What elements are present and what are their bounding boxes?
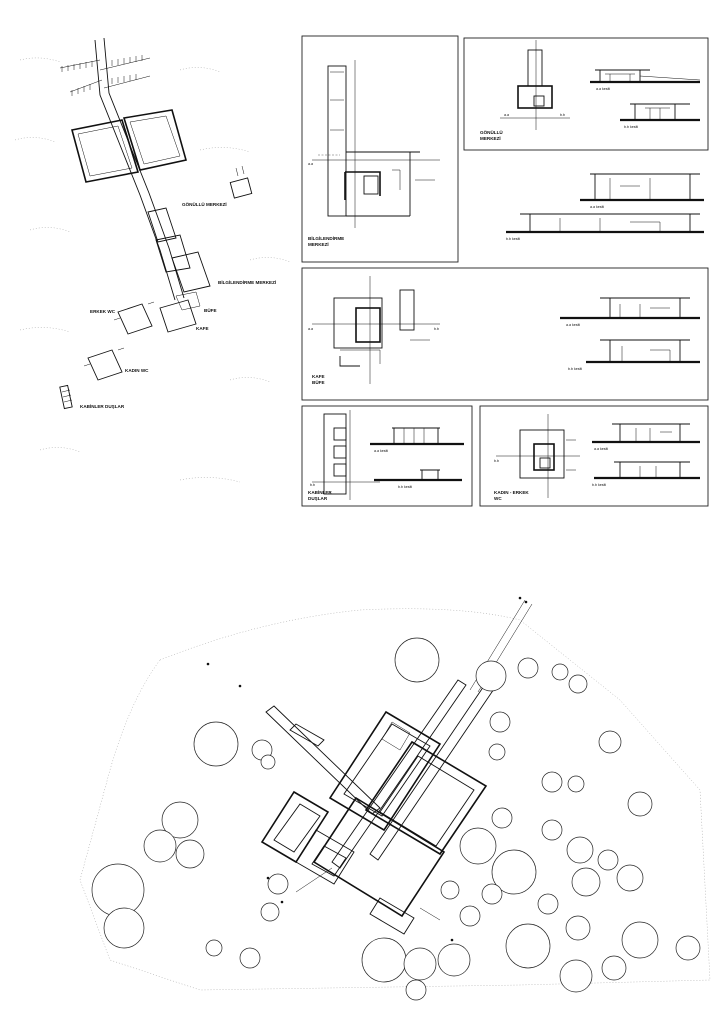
volunteer-section-b-label: b.b kesiti bbox=[624, 125, 638, 129]
cafe-section-b-label: b.b kesiti bbox=[568, 367, 582, 371]
cabins-section-b bbox=[374, 469, 462, 482]
cabins-section-a bbox=[370, 427, 464, 446]
volunteer-title-2: MERKEZİ bbox=[480, 135, 501, 141]
volunteer-axis-a: a.a bbox=[504, 113, 509, 117]
volunteer-section-a-label: a.a kesiti bbox=[596, 87, 610, 91]
panel-cafe-buffet: a.a b.b KAFE BÜFE a.a kesiti b.b kesiti bbox=[301, 267, 709, 401]
wc-section-a-label: a.a kesiti bbox=[594, 447, 608, 451]
cabins-plan-detail bbox=[312, 410, 380, 500]
wc-section-b-label: b.b kesiti bbox=[592, 483, 606, 487]
info-center-plan bbox=[312, 60, 440, 228]
panel-volunteer-center: a.a kesiti b.b kesiti a.a b.b GÖNÜLLÜ ME… bbox=[463, 37, 709, 151]
label-kafe: KAFE bbox=[196, 326, 209, 331]
terrain-hatch bbox=[14, 57, 291, 483]
cafe-section-b bbox=[586, 339, 700, 364]
volunteer-plan bbox=[500, 40, 570, 130]
info-axis-a: a.a bbox=[308, 162, 313, 166]
label-kabinler: KABİNLER DUŞLAR bbox=[80, 403, 125, 409]
wc-axis-b: b.b bbox=[494, 459, 499, 463]
volunteer-center-plan bbox=[229, 165, 253, 199]
large-pavilions bbox=[71, 109, 187, 183]
detailed-site-plan bbox=[79, 596, 711, 1001]
site-markers bbox=[206, 596, 528, 950]
main-blocks bbox=[260, 710, 488, 935]
label-kadin-wc: KADIN WC bbox=[125, 368, 149, 373]
wc-section-b bbox=[594, 461, 700, 480]
volunteer-axis-b: b.b bbox=[560, 113, 565, 117]
trees bbox=[91, 637, 701, 1001]
spine-rooms bbox=[147, 207, 211, 293]
cafe-section-a-label: a.a kesiti bbox=[566, 323, 580, 327]
label-gonullu: GÖNÜLLÜ MERKEZİ bbox=[182, 201, 227, 207]
panel-information-center: a.a BİLGİLENDİRME MERKEZİ bbox=[301, 35, 459, 263]
women-wc-plan bbox=[83, 347, 125, 381]
wc-section-a bbox=[592, 423, 700, 444]
volunteer-title-1: GÖNÜLLÜ bbox=[480, 129, 503, 135]
cabins-section-a-label: a.a kesiti bbox=[374, 449, 388, 453]
panel-cabins-showers: a.a kesiti b.b kesiti b.b KABİNLER DUŞLA… bbox=[301, 405, 473, 507]
cabins-section-b-label: b.b kesiti bbox=[398, 485, 412, 489]
site-boundary bbox=[79, 608, 711, 991]
men-wc-plan bbox=[113, 301, 155, 335]
info-title-1: BİLGİLENDİRME bbox=[308, 235, 344, 241]
cafe-axis-b: b.b bbox=[434, 327, 439, 331]
cafe-section-a bbox=[560, 297, 700, 320]
info-section-a-label: a.a kesiti bbox=[590, 205, 604, 209]
site-layout-plan: GÖNÜLLÜ MERKEZİ BİLGİLENDİRME MERKEZİ BÜ… bbox=[14, 37, 291, 483]
walkway-spine bbox=[59, 37, 185, 301]
cafe-title-2: BÜFE bbox=[312, 379, 325, 385]
cafe-title-1: KAFE bbox=[312, 374, 325, 379]
wc-plan-detail bbox=[496, 414, 580, 498]
volunteer-section-a bbox=[590, 69, 701, 84]
cabins-axis-b: b.b bbox=[310, 483, 315, 487]
cafe-axis-a: a.a bbox=[308, 327, 313, 331]
label-bilgi: BİLGİLENDİRME MERKEZİ bbox=[218, 279, 276, 285]
info-center-sections: a.a kesiti b.b kesiti bbox=[506, 173, 704, 241]
volunteer-section-b bbox=[620, 103, 700, 122]
info-title-2: MERKEZİ bbox=[308, 241, 329, 247]
cabins-title-1: KABİNLER bbox=[308, 489, 332, 495]
panel-wc: b.b a.a kesiti b.b kesiti KADIN - ERKEK … bbox=[479, 405, 709, 507]
cafe-plan bbox=[159, 291, 201, 333]
cabins-plan bbox=[59, 384, 73, 410]
label-erkek-wc: ERKEK WC bbox=[90, 309, 116, 314]
label-bufe: BÜFE bbox=[204, 307, 217, 313]
cabins-title-2: DUŞLAR bbox=[308, 496, 328, 501]
wc-title-2: WC bbox=[494, 496, 502, 501]
info-section-b-label: b.b kesiti bbox=[506, 237, 520, 241]
cafe-plan-detail bbox=[312, 276, 440, 384]
wc-title-1: KADIN - ERKEK bbox=[494, 490, 529, 495]
